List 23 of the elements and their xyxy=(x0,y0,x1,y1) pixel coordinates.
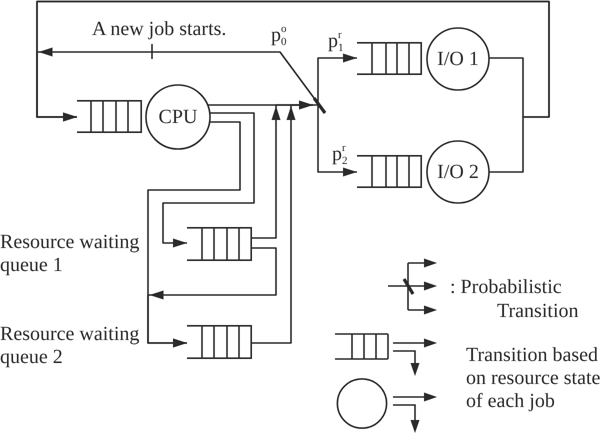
legend-text: : Probabilistic Transition xyxy=(450,275,580,323)
server-circle xyxy=(145,84,211,150)
arrow xyxy=(147,247,277,348)
node-label: I/O 1 xyxy=(437,48,479,70)
arrow xyxy=(162,112,255,248)
queue-symbol xyxy=(357,42,422,75)
legend-text: Transition based on resource state of each job xyxy=(466,344,602,413)
server-circle xyxy=(426,27,490,91)
queue-label: Resource waiting queue 2 xyxy=(0,323,140,369)
server-circle xyxy=(426,140,490,204)
queue-symbol xyxy=(187,325,252,359)
queue-label: Resource waiting queue 1 xyxy=(0,231,140,277)
queue-symbol xyxy=(187,227,252,261)
arrow xyxy=(317,54,357,97)
node-label: CPU xyxy=(158,106,198,128)
annotation-text: A new job starts. xyxy=(92,18,226,41)
arrow xyxy=(317,115,357,176)
arrow xyxy=(252,100,313,344)
transition-bar xyxy=(313,97,327,115)
arrow xyxy=(36,0,550,173)
queue-symbol xyxy=(77,100,142,133)
node-label: I/O 2 xyxy=(437,161,479,183)
queue-symbol xyxy=(357,155,422,188)
